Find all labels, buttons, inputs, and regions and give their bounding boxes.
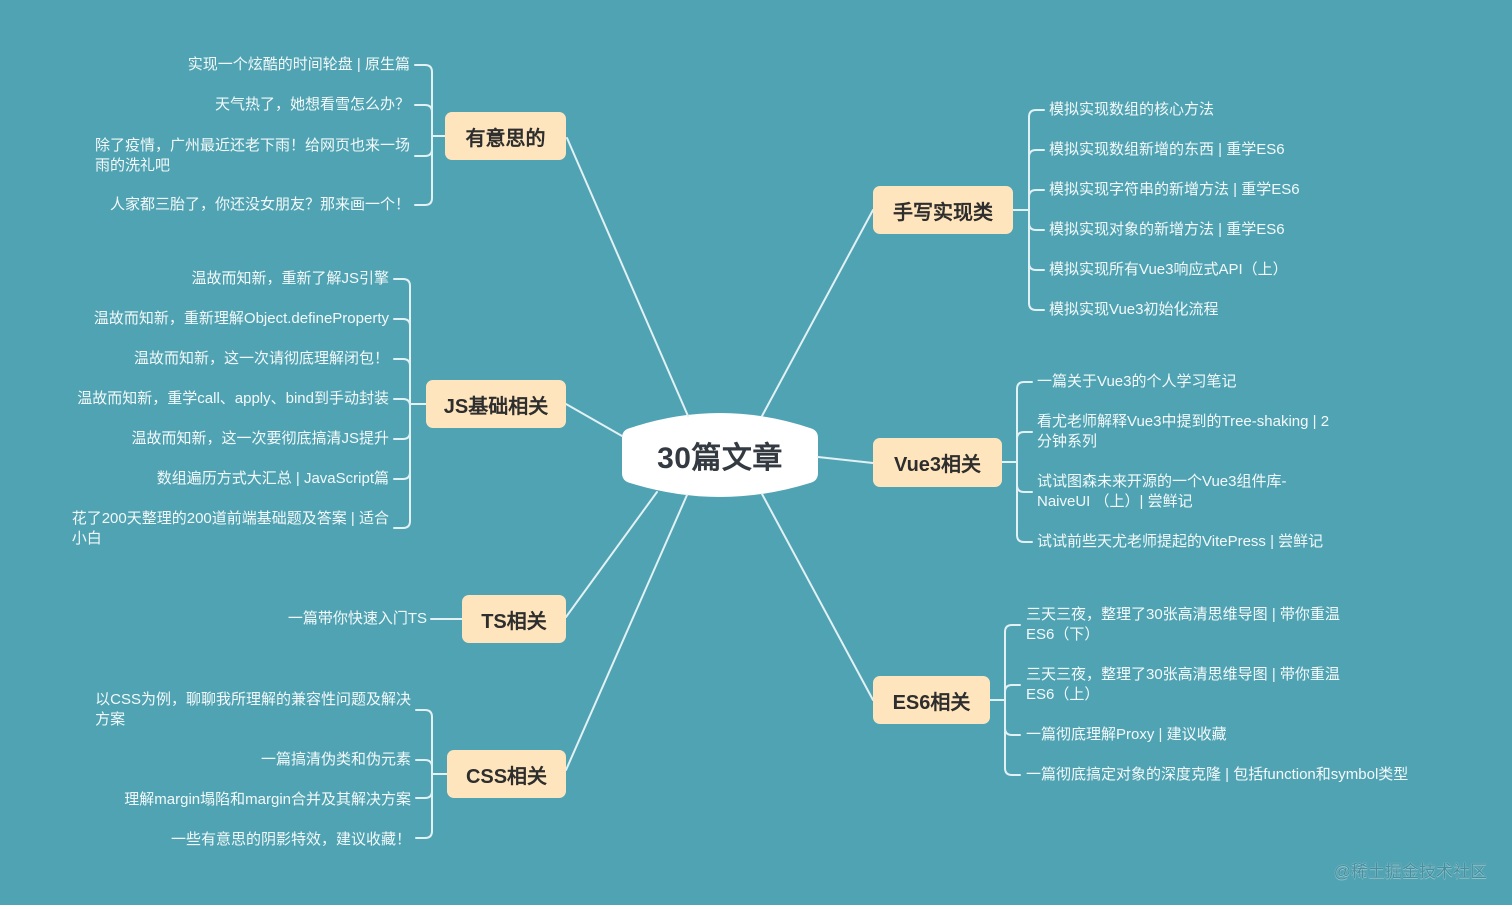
- bracket-css: [415, 709, 448, 839]
- leaf-item: 模拟实现所有Vue3响应式API（上）: [1049, 260, 1288, 280]
- line-root-css: [565, 494, 688, 771]
- leaf-line: 模拟实现对象的新增方法 | 重学ES6: [1049, 221, 1285, 238]
- line-root-vue3: [817, 456, 874, 464]
- leaf-line: 人家都三胎了，你还没女朋友？那来画一个！: [109, 196, 410, 213]
- leaf-item: 一篇搞清伪类和伪元素: [261, 750, 411, 770]
- leaf-line: 温故而知新，重新了解JS引擎: [191, 270, 389, 287]
- leaf-item: 模拟实现对象的新增方法 | 重学ES6: [1049, 220, 1285, 240]
- bracket-es6: [989, 624, 1021, 776]
- leaf-line: 温故而知新，这一次要彻底搞清JS提升: [131, 430, 389, 447]
- watermark: @稀土掘金技术社区: [1333, 862, 1487, 881]
- leaf-item: 试试前些天尤老师提起的VitePress | 尝鲜记: [1037, 532, 1323, 552]
- leaf-line: 理解margin塌陷和margin合并及其解决方案: [124, 791, 411, 808]
- leaf-item: 温故而知新，重新理解Object.defineProperty: [94, 309, 389, 329]
- leaf-line: 一篇彻底搞定对象的深度克隆 | 包括function和symbol类型: [1026, 766, 1409, 783]
- leaf-line: 三天三夜，整理了30张高清思维导图 | 带你重温: [1026, 666, 1340, 683]
- leaf-line: 模拟实现数组的核心方法: [1049, 101, 1215, 118]
- leaf-item: 实现一个炫酷的时间轮盘 | 原生篇: [188, 55, 410, 75]
- leaf-item: 模拟实现数组新增的东西 | 重学ES6: [1049, 140, 1285, 160]
- leaf-item: 试试图森未来开源的一个Vue3组件库- NaiveUI （上）| 尝鲜记: [1037, 472, 1286, 512]
- leaf-line: 温故而知新，这一次请彻底理解闭包！: [133, 350, 389, 367]
- leaf-line: ES6（上）: [1026, 686, 1100, 703]
- line-root-ts: [565, 491, 658, 618]
- leaf-item: 模拟实现字符串的新增方法 | 重学ES6: [1049, 180, 1300, 200]
- root-node-shape: [622, 413, 818, 497]
- root-node: 30篇文章: [657, 442, 783, 475]
- bracket-shouxie: [1012, 109, 1045, 311]
- leaf-item: 一篇带你快速入门TS: [288, 609, 427, 629]
- leaf-line: 温故而知新，重学call、apply、bind到手动封装: [77, 390, 389, 407]
- leaf-line: 模拟实现所有Vue3响应式API（上）: [1049, 261, 1288, 278]
- line-root-es6: [761, 493, 874, 701]
- bracket-js: [393, 278, 427, 529]
- leaf-line: 方案: [95, 711, 126, 728]
- branch-node-shouxie: 手写实现类: [873, 186, 1013, 234]
- leaf-line: 雨的洗礼吧: [94, 157, 170, 174]
- line-root-youyisi: [566, 137, 689, 417]
- leaf-item: 除了疫情，广州最近还老下雨！给网页也来一场雨的洗礼吧: [95, 136, 410, 176]
- leaf-line: 以CSS为例，聊聊我所理解的兼容性问题及解决: [95, 691, 411, 708]
- leaf-item: 天气热了，她想看雪怎么办？: [215, 95, 410, 115]
- leaf-line: 分钟系列: [1037, 433, 1098, 450]
- leaf-line: 除了疫情，广州最近还老下雨！给网页也来一场: [94, 137, 410, 154]
- leaf-item: 一篇关于Vue3的个人学习笔记: [1037, 372, 1236, 392]
- bracket-youyisi: [414, 64, 446, 206]
- leaf-line: 模拟实现字符串的新增方法 | 重学ES6: [1049, 181, 1300, 198]
- leaf-item: 以CSS为例，聊聊我所理解的兼容性问题及解决方案: [95, 690, 411, 730]
- leaf-line: 模拟实现数组新增的东西 | 重学ES6: [1049, 141, 1285, 158]
- leaf-line: 一篇关于Vue3的个人学习笔记: [1037, 373, 1237, 390]
- leaf-item: 一篇彻底搞定对象的深度克隆 | 包括function和symbol类型: [1026, 765, 1408, 785]
- leaf-line: 模拟实现Vue3初始化流程: [1049, 301, 1219, 318]
- leaf-line: 一些有意思的阴影特效，建议收藏！: [170, 831, 411, 848]
- branch-node-es6: ES6相关: [873, 676, 990, 724]
- leaf-line: 一篇彻底理解Proxy | 建议收藏: [1026, 726, 1227, 743]
- leaf-item: 温故而知新，这一次请彻底理解闭包！: [134, 349, 389, 369]
- leaf-line: 一篇搞清伪类和伪元素: [260, 751, 411, 768]
- leaf-line: 看尤老师解释Vue3中提到的Tree-shaking | 2: [1037, 413, 1330, 430]
- line-root-shouxie: [761, 209, 874, 417]
- leaf-line: 三天三夜，整理了30张高清思维导图 | 带你重温: [1026, 606, 1340, 623]
- leaf-item: 温故而知新，重学call、apply、bind到手动封装: [77, 389, 389, 409]
- branch-node-css: CSS相关: [447, 750, 566, 798]
- leaf-item: 模拟实现Vue3初始化流程: [1049, 300, 1218, 320]
- leaf-item: 数组遍历方式大汇总 | JavaScript篇: [157, 469, 389, 489]
- leaf-item: 理解margin塌陷和margin合并及其解决方案: [124, 790, 411, 810]
- leaf-line: 天气热了，她想看雪怎么办？: [214, 96, 410, 113]
- leaf-line: 花了200天整理的200道前端基础题及答案 | 适合: [71, 510, 389, 527]
- leaf-line: 试试图森未来开源的一个Vue3组件库-: [1037, 473, 1287, 490]
- leaf-item: 一些有意思的阴影特效，建议收藏！: [171, 830, 411, 850]
- leaf-line: 实现一个炫酷的时间轮盘 | 原生篇: [187, 56, 410, 73]
- leaf-item: 温故而知新，重新了解JS引擎: [191, 269, 389, 289]
- branch-node-ts: TS相关: [462, 595, 566, 643]
- leaf-line: 一篇带你快速入门TS: [287, 610, 427, 627]
- leaf-item: 三天三夜，整理了30张高清思维导图 | 带你重温 ES6（上）: [1026, 665, 1340, 705]
- leaf-line: ES6（下）: [1026, 626, 1100, 643]
- branch-node-js: JS基础相关: [426, 380, 566, 428]
- leaf-line: NaiveUI （上）| 尝鲜记: [1037, 493, 1193, 510]
- line-root-js: [565, 403, 623, 437]
- leaf-line: 小白: [71, 530, 102, 547]
- leaf-item: 一篇彻底理解Proxy | 建议收藏: [1026, 725, 1227, 745]
- leaf-line: 温故而知新，重新理解Object.defineProperty: [93, 310, 389, 327]
- branch-node-youyisi: 有意思的: [445, 112, 566, 160]
- leaf-item: 温故而知新，这一次要彻底搞清JS提升: [131, 429, 389, 449]
- leaf-item: 人家都三胎了，你还没女朋友？那来画一个！: [110, 195, 410, 215]
- leaf-line: 试试前些天尤老师提起的VitePress | 尝鲜记: [1037, 533, 1324, 550]
- bracket-vue3: [1001, 381, 1033, 543]
- leaf-item: 花了200天整理的200道前端基础题及答案 | 适合小白: [72, 509, 389, 549]
- branch-node-vue3: Vue3相关: [873, 438, 1002, 487]
- leaf-item: 三天三夜，整理了30张高清思维导图 | 带你重温 ES6（下）: [1026, 605, 1340, 645]
- leaf-item: 模拟实现数组的核心方法: [1049, 100, 1214, 120]
- leaf-line: 数组遍历方式大汇总 | JavaScript篇: [156, 470, 389, 487]
- leaf-item: 看尤老师解释Vue3中提到的Tree-shaking | 2 分钟系列: [1037, 412, 1329, 452]
